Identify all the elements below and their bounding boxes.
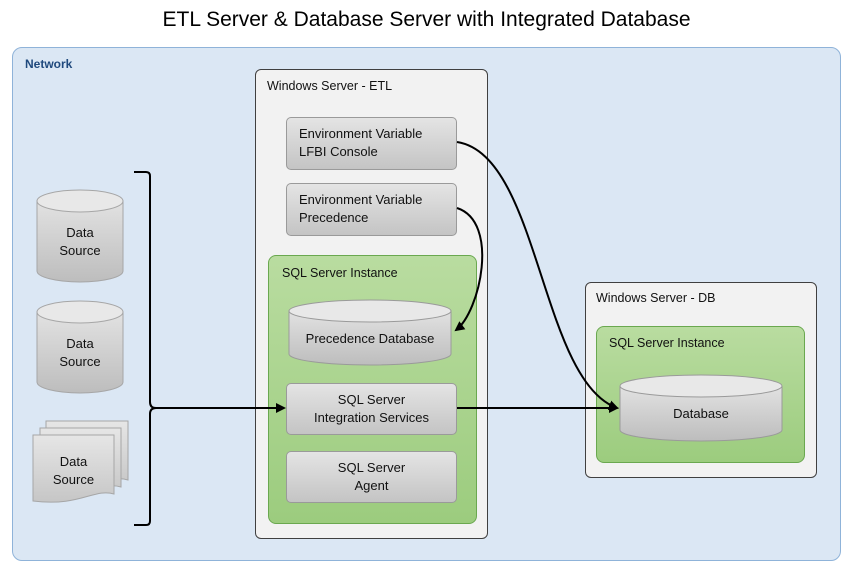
data-source-label-2: Data Source — [37, 325, 123, 381]
env-precedence-line1: Environment Variable — [299, 192, 423, 207]
data-source-2-line1: Data — [66, 336, 94, 351]
data-source-document-stack — [32, 420, 129, 503]
data-source-1-line2: Source — [59, 243, 101, 258]
precedence-database-label: Precedence Database — [305, 331, 435, 346]
agent-line2: Agent — [354, 478, 389, 493]
data-source-1-line1: Data — [66, 225, 94, 240]
database-label: Database — [673, 406, 729, 421]
database-cylinder — [619, 374, 783, 442]
page-title: ETL Server & Database Server with Integr… — [162, 8, 691, 31]
data-source-label-3: Data Source — [33, 443, 114, 499]
data-source-3-line2: Source — [52, 472, 95, 487]
etl-server-label: Windows Server - ETL — [267, 79, 393, 93]
db-server-label: Windows Server - DB — [596, 291, 716, 305]
env-console-line1: Environment Variable — [299, 126, 423, 141]
network-label: Network — [25, 57, 73, 71]
env-variable-console-box: Environment Variable LFBI Console — [286, 117, 457, 170]
ssis-line2: Integration Services — [314, 410, 429, 425]
env-variable-precedence-box: Environment Variable Precedence — [286, 183, 457, 236]
data-source-cylinder-2 — [36, 300, 124, 394]
ssis-box: SQL Server Integration Services — [286, 383, 457, 435]
ssis-line1: SQL Server — [337, 392, 406, 407]
data-source-2-line2: Source — [59, 354, 101, 369]
env-console-line2: LFBI Console — [299, 144, 378, 159]
db-sql-instance-label: SQL Server Instance — [609, 336, 725, 350]
arrow-precedence-to-precedence-db — [454, 207, 484, 332]
etl-sql-instance-label: SQL Server Instance — [282, 266, 398, 280]
arrow-console-to-database — [456, 141, 619, 410]
data-source-label-1: Data Source — [37, 214, 123, 270]
precedence-database-cylinder — [288, 299, 452, 366]
data-sources-brace — [134, 171, 157, 526]
data-source-cylinder-1 — [36, 189, 124, 283]
agent-line1: SQL Server — [337, 460, 406, 475]
data-source-3-line1: Data — [59, 454, 88, 469]
sql-agent-box: SQL Server Agent — [286, 451, 457, 503]
env-precedence-line2: Precedence — [299, 210, 369, 225]
